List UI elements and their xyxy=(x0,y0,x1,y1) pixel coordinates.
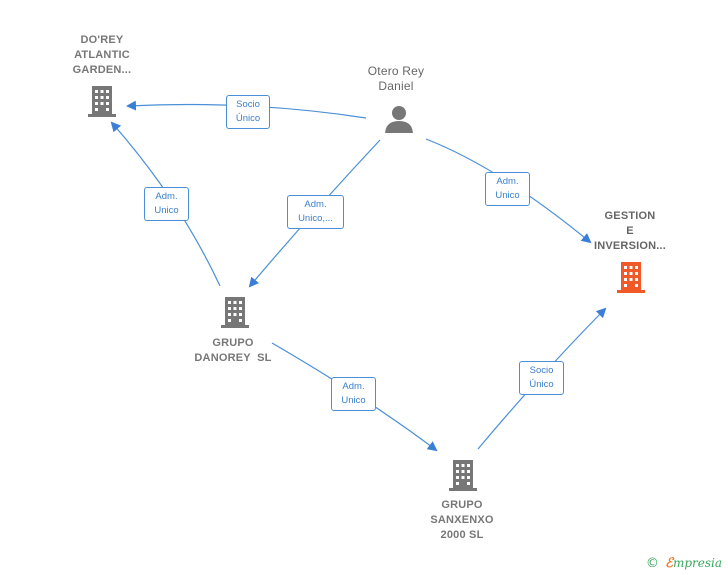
edge-label-otero-danorey[interactable]: Adm. Unico,... xyxy=(287,195,344,229)
empresia-watermark: © ℰmpresia xyxy=(646,556,722,571)
brand-name: mpresia xyxy=(672,556,722,570)
building-icon[interactable] xyxy=(219,295,251,329)
copyright-symbol: © xyxy=(645,556,659,571)
node-label-danorey[interactable]: GRUPO DANOREY SL xyxy=(194,337,272,364)
building-icon[interactable] xyxy=(86,84,118,118)
node-label-gestion[interactable]: GESTION E INVERSION... xyxy=(593,210,667,252)
brand-logo-letter: ℰ xyxy=(665,556,673,571)
building-icon[interactable] xyxy=(447,458,479,492)
edge-label-danorey-sanxenxo[interactable]: Adm. Unico xyxy=(331,377,376,411)
edge-label-otero-gestion[interactable]: Adm. Unico xyxy=(485,172,530,206)
edge-label-otero-dorey[interactable]: Socio Único xyxy=(226,95,270,129)
edge-label-sanxenxo-gestion[interactable]: Socio Único xyxy=(519,361,564,395)
building-icon[interactable] xyxy=(615,260,647,294)
node-label-sanxenxo[interactable]: GRUPO SANXENXO 2000 SL xyxy=(430,499,494,541)
person-icon[interactable] xyxy=(383,104,415,134)
node-label-dorey[interactable]: DO'REY ATLANTIC GARDEN... xyxy=(72,34,132,76)
node-label-otero[interactable]: Otero Rey Daniel xyxy=(367,64,425,93)
edge-label-danorey-dorey[interactable]: Adm. Unico xyxy=(144,187,189,221)
